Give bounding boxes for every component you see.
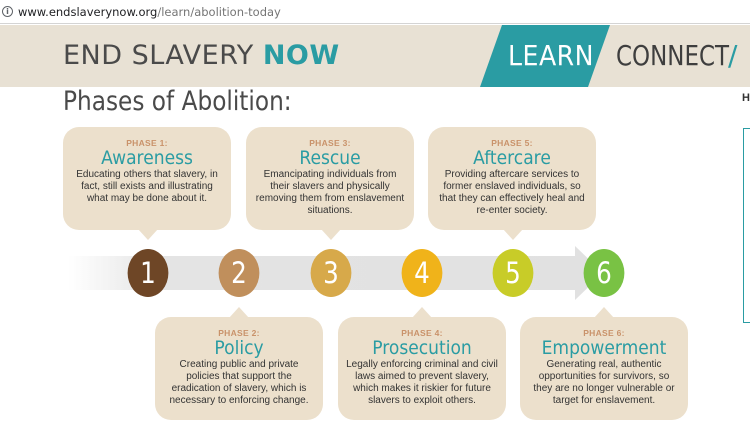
card-pointer	[229, 307, 249, 318]
page-title: Phases of Abolition:	[63, 86, 292, 117]
phase-circle-5: 5	[492, 249, 534, 297]
sidebar-frame	[743, 128, 750, 323]
phase-description: Emancipating individuals from their slav…	[255, 169, 405, 216]
phase-circle-1: 1	[127, 249, 169, 297]
nav-divider: /	[728, 39, 738, 72]
phase-circle-2: 2	[218, 249, 260, 297]
phase-name: Policy	[214, 337, 264, 359]
nav-connect[interactable]: CONNECT	[616, 39, 730, 72]
card-pointer	[321, 229, 341, 240]
phase-name: Aftercare	[473, 147, 551, 169]
phase-label: PHASE 2:	[218, 328, 260, 338]
phase-name: Empowerment	[541, 337, 667, 359]
phase-label: PHASE 1:	[126, 138, 168, 148]
phase-circle-3: 3	[310, 249, 352, 297]
card-pointer	[412, 307, 432, 318]
card-pointer	[138, 229, 158, 240]
phase-label: PHASE 6:	[583, 328, 625, 338]
phase-description: Creating public and private policies tha…	[169, 359, 309, 406]
site-header: END SLAVERY NOW	[0, 25, 750, 87]
address-bar[interactable]: i www.endslaverynow.org/learn/abolition-…	[0, 0, 750, 24]
phase-card-3: PHASE 3: Rescue Emancipating individuals…	[246, 127, 414, 230]
phase-name: Awareness	[101, 147, 193, 169]
site-logo[interactable]: END SLAVERY NOW	[63, 40, 340, 71]
sidebar-heading-fragment: H	[742, 92, 750, 104]
phase-card-2: PHASE 2: Policy Creating public and priv…	[155, 317, 323, 420]
url-path: /learn/abolition-today	[157, 4, 281, 19]
logo-accent-text: NOW	[262, 40, 340, 71]
phase-label: PHASE 3:	[309, 138, 351, 148]
phase-card-5: PHASE 5: Aftercare Providing aftercare s…	[428, 127, 596, 230]
nav-learn-label: LEARN	[508, 39, 595, 72]
phase-description: Legally enforcing criminal and civil law…	[346, 359, 498, 406]
phase-card-1: PHASE 1: Awareness Educating others that…	[63, 127, 231, 230]
nav-learn[interactable]: LEARN	[480, 25, 610, 87]
phase-circle-6: 6	[583, 249, 625, 297]
url-host: www.endslaverynow.org	[18, 4, 158, 19]
card-pointer	[503, 229, 523, 240]
phase-label: PHASE 5:	[491, 138, 533, 148]
phase-name: Rescue	[299, 147, 361, 169]
phase-description: Generating real, authentic opportunities…	[533, 359, 675, 406]
phase-description: Educating others that slavery, in fact, …	[76, 169, 218, 204]
info-icon[interactable]: i	[2, 6, 13, 17]
logo-main-text: END SLAVERY	[63, 40, 263, 71]
card-pointer	[594, 307, 614, 318]
phase-card-6: PHASE 6: Empowerment Generating real, au…	[520, 317, 688, 420]
phase-circle-4: 4	[401, 249, 443, 297]
phase-label: PHASE 4:	[401, 328, 443, 338]
phase-name: Prosecution	[372, 337, 472, 359]
phase-description: Providing aftercare services to former e…	[439, 169, 585, 216]
phase-card-4: PHASE 4: Prosecution Legally enforcing c…	[338, 317, 506, 420]
